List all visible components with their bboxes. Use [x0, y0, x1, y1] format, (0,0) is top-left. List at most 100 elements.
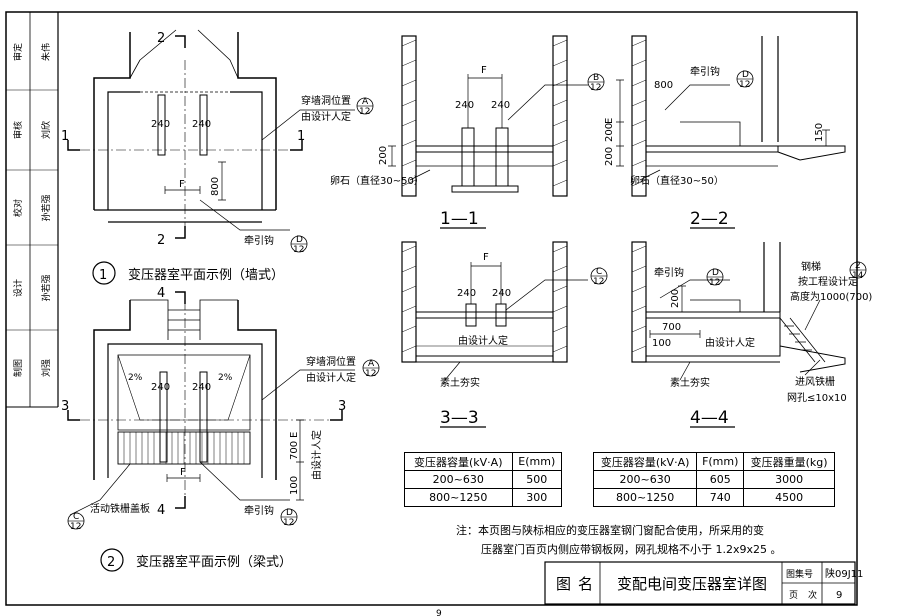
plan2-ref-C-bottom: 12 — [70, 522, 81, 532]
sec22-dim-150 — [822, 129, 830, 146]
table-f-cell: 800~1250 — [592, 488, 698, 507]
strip-role-2: 校对 — [12, 199, 24, 217]
sec44-ref-2-top: 2 — [855, 261, 861, 271]
strip-cell-1: 审核 刘欣 — [12, 121, 52, 139]
plan2-number-circle — [100, 548, 124, 572]
strip-name-0: 朱伟 — [40, 43, 52, 61]
sec44-pit — [645, 318, 781, 357]
strip-cell-2: 校对 孙若强 — [12, 194, 52, 221]
tb-label-name: 名 — [578, 575, 593, 593]
strip-role-3: 设计 — [12, 279, 24, 297]
sec44-floor-slab — [645, 311, 781, 319]
plan2-dim-240a: 240 — [151, 382, 170, 393]
plan1-sec-1-right: 1 — [297, 129, 305, 144]
plan2-ref-A-top: A — [368, 359, 375, 369]
strip-cell-4: 制图 刘强 — [12, 359, 52, 377]
sec33-wall-right — [552, 241, 568, 363]
sec22-ref-D-bottom: 12 — [739, 80, 750, 90]
table-f-cell: 740 — [696, 488, 745, 507]
sec22-dim-150: 150 — [814, 123, 825, 142]
title-block-frame — [544, 561, 856, 605]
left-strip: 审定 朱伟 审核 刘欣 校对 孙若强 设计 孙若强 制图 刘强 — [6, 43, 58, 377]
plan2-ref-D-bottom: 12 — [283, 518, 294, 528]
sec33-floor-slab — [415, 311, 554, 319]
table-row: 800~1250 740 4500 — [592, 488, 835, 507]
sec33-rail-1 — [465, 303, 477, 327]
table-f-cell: 4500 — [743, 488, 835, 507]
plan2-grate — [117, 431, 251, 465]
table-f-cell: 605 — [696, 470, 745, 489]
sec11-leader-B — [507, 84, 588, 121]
sec44-hook-label: 牵引钩 — [654, 267, 684, 279]
plan2-hook-label: 牵引钩 — [244, 505, 274, 517]
note-line-1: 注：本页图与陕标相应的变压器室钢门窗配合使用，所采用的变 — [456, 524, 764, 537]
plan1-hole-label-1: 穿墙洞位置 — [301, 94, 351, 107]
table-f-cell: 200~630 — [592, 470, 698, 489]
plan2-rail-1 — [159, 371, 168, 463]
plan2-ref-D-top: D — [286, 508, 293, 518]
table-f: 变压器容量(kV·A) F(mm) 变压器重量(kg) 200~630 605 … — [592, 452, 835, 507]
plan1-ref-D-top: D — [296, 235, 303, 245]
sec44-leader-vent — [804, 359, 821, 376]
sec22-door-wall — [761, 36, 779, 142]
footer-page-number: 9 — [436, 609, 442, 616]
plan2-vert-label: 由设计人定 — [310, 430, 323, 480]
plan1-dim-800 — [218, 161, 226, 201]
table-row: 200~630 500 — [404, 470, 562, 489]
plan2-hole-label-1: 穿墙洞位置 — [306, 355, 356, 368]
table-f-header-2: 变压器重量(kg) — [743, 452, 835, 471]
plan2-dim-E: E — [289, 432, 300, 438]
strip-name-3: 孙若强 — [40, 274, 52, 301]
plan2-dim-100: 100 — [289, 476, 300, 495]
sec33-ref-C-top: C — [596, 267, 602, 277]
plan2-dim-vertical — [296, 419, 304, 501]
plan1-section1-markers — [67, 140, 303, 151]
plan2-leader-hook — [199, 461, 290, 501]
sec44-ref-2-bottom: 14 — [852, 271, 864, 281]
plan2-dim-F: F — [180, 467, 186, 478]
sheet-border — [5, 11, 858, 606]
sec33-leader-soil — [444, 361, 461, 381]
plan2-section3-markers — [67, 410, 343, 421]
plan2-texts: 3 3 4 4 2% 2% 240 240 F E 700 100 由设计人定 … — [61, 286, 376, 570]
sec22-ref-D-top: D — [742, 70, 749, 80]
plan1-leader-hook — [199, 199, 290, 231]
plan2-dim-F — [166, 474, 201, 482]
plan2-outer-wall — [93, 300, 277, 480]
plan1-number-circle — [92, 261, 116, 285]
strip-cell-0: 审定 朱伟 — [12, 43, 52, 61]
plan1-rail-2 — [199, 94, 208, 156]
sec22-wall-left — [631, 35, 647, 197]
sec44-label: 4—4 — [690, 408, 729, 428]
plan1-texts: 1 1 2 2 240 240 F 800 穿墙洞位置 由设计人定 牵引钩 A … — [61, 31, 370, 283]
plan2-drawing — [67, 291, 380, 572]
plan2-grate-label: 活动铁栅盖板 — [90, 502, 150, 515]
plan1-sec-2-bottom: 2 — [157, 233, 165, 248]
table-e-header-1: E(mm) — [511, 452, 562, 471]
section44-drawing — [631, 241, 867, 428]
sec33-leader-C — [505, 279, 588, 311]
plan1-title: 变压器室平面示例（墙式） — [128, 267, 284, 283]
section22-drawing — [616, 35, 846, 229]
sec22-label: 2—2 — [690, 209, 729, 229]
sec44-wall-left — [631, 241, 647, 363]
sec33-pit — [415, 318, 553, 357]
plan1-dim-F — [164, 186, 201, 194]
sec22-dim-left — [616, 79, 624, 167]
plan1-vent-lines — [129, 29, 239, 79]
section22-texts: 800 200 E 200 150 牵引钩 卵石（直径30~50） D 12 2… — [604, 66, 825, 229]
tb-atlas-value: 陕09J11 — [825, 567, 863, 580]
sec33-wall-left — [401, 241, 417, 363]
strip-name-2: 孙若强 — [40, 194, 52, 221]
sec22-leader-hook — [664, 84, 730, 111]
plan2-section4-markers — [175, 291, 186, 509]
table-e: 变压器容量(kV·A) E(mm) 200~630 500 800~1250 3… — [404, 452, 562, 507]
sec22-hook-post — [680, 121, 741, 146]
sec44-ref-D-bottom: 12 — [709, 278, 720, 288]
table-e-cell: 300 — [511, 488, 562, 507]
section11-drawing — [388, 35, 605, 229]
plan2-sec-4-bottom: 4 — [157, 503, 165, 518]
sec44-ladder-3: 高度为1000(700) — [790, 290, 872, 303]
plan1-dim-800: 800 — [210, 177, 221, 196]
plan1-drawing — [67, 29, 374, 285]
